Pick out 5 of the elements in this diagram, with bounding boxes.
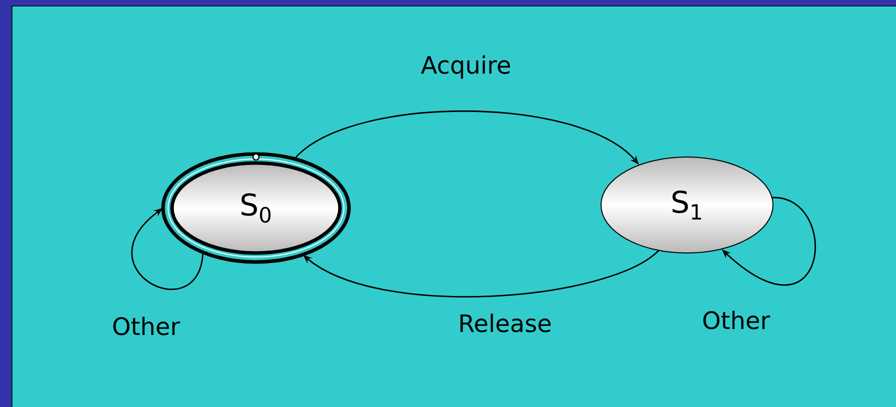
arrow (131, 208, 204, 290)
edge-label: Other (700, 310, 772, 330)
edge-label: Release (457, 312, 553, 334)
edge-label: Acquire (420, 54, 512, 80)
edge-label: Other (110, 316, 182, 336)
